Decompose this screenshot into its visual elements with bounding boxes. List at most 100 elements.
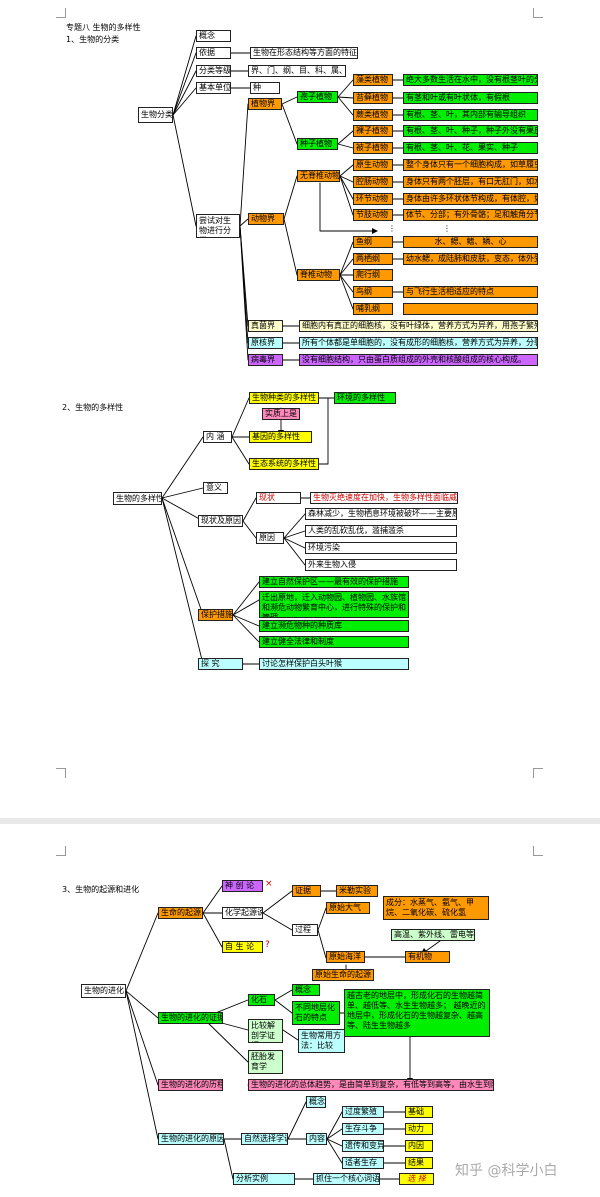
protection-item: 建立健全法律和制度: [259, 636, 409, 648]
mammals: 哺乳纲: [353, 303, 393, 315]
cross-mark: ×: [265, 879, 273, 889]
plant-kingdom: 植物界: [248, 98, 282, 110]
section-title: 3、生物的起源和进化: [62, 885, 140, 894]
evolution-cause: 生物的进化的原因: [158, 1133, 224, 1145]
crop-mark: [56, 768, 66, 778]
birds: 鸟纲: [353, 286, 393, 298]
key-word-node: 抓住一个核心词语: [313, 1173, 380, 1185]
virus-kingdom: 病毒界: [248, 354, 283, 366]
crop-mark: [56, 8, 66, 18]
arthropods-detail: 体节、分部；有外骨骼；足和触角分节: [403, 209, 538, 221]
page-divider: [0, 818, 600, 824]
watermark: 知乎 @科学小白: [455, 1163, 558, 1179]
moss-detail: 有茎和叶或有叶状体，有假根: [403, 92, 538, 104]
more-dots: ⋮: [388, 224, 396, 233]
strata-detail: 越古老的地层中，形成化石的生物越简单、越低等、水生生物越多； 越晚近的地层中，形…: [344, 989, 490, 1037]
evolution-evidence: 生物的进化的证据: [158, 1012, 223, 1024]
annelids: 环节动物: [353, 193, 393, 205]
rank-detail: 界、门、纲、目、科、属、种: [248, 65, 346, 77]
driving-force-label: 动力: [405, 1123, 433, 1135]
gene-diversity: 基因的多样性: [249, 431, 312, 443]
spore-plants: 孢子植物: [297, 91, 338, 103]
protection-item: 迁出原地，迁入动物园、植物园、水族馆和濒危动物繁育中心，进行特殊的保护和管理。: [259, 591, 409, 618]
angiosperm-detail: 有根、茎、叶、花、果实、种子: [403, 142, 538, 154]
coelenterates-detail: 身体只有两个胚层，有口无肛门，如水螅: [403, 176, 538, 188]
selection-concept: 概念: [306, 1096, 326, 1108]
internal-cause-label: 内因: [405, 1140, 433, 1152]
energy-conditions: 高温、紫外线、雷电等: [391, 929, 475, 941]
crop-mark: [56, 846, 66, 856]
reptiles: 爬行纲: [353, 269, 393, 281]
embryology: 胚胎发育学: [248, 1050, 283, 1074]
animal-kingdom: 动物界: [248, 213, 284, 225]
primitive-atmosphere: 原始大气: [326, 902, 370, 914]
vertebrates: 脊椎动物: [297, 269, 340, 281]
evidence-node: 证据: [292, 885, 321, 897]
status-cause-node: 现状及原因: [198, 515, 243, 527]
selection-content: 内容: [306, 1133, 327, 1145]
organic-matter: 有机物: [405, 951, 450, 963]
more-dots: ⋮: [443, 224, 451, 233]
basis-detail: 生物在形态结构等方面的特征: [250, 47, 358, 59]
seed-plants: 种子植物: [297, 138, 338, 150]
fish-detail: 水、鳃、鳍、鳞、心: [403, 236, 538, 248]
survival-of-fittest: 适者生存: [342, 1157, 384, 1169]
fossil-concept: 概念: [292, 984, 320, 996]
angiosperm: 被子植物: [353, 142, 393, 154]
unit-detail: 种: [250, 82, 280, 94]
gymnosperm-detail: 有根、茎、叶、种子，种子外没有果皮: [403, 125, 538, 137]
root-node: 生物的进化: [81, 984, 126, 998]
origin-of-primitive-life: 原始生命的起源: [312, 969, 374, 981]
fungi-kingdom: 真菌界: [248, 320, 283, 332]
section-subtitle: 1、生物的分类: [66, 35, 120, 44]
history-detail: 生物的进化的总体趋势，是由简单到复杂，有低等到高等，由水生到陆生: [248, 1079, 494, 1091]
algae: 藻类植物: [353, 74, 393, 86]
cause-item: 森林减少，生物栖息环境被破坏——主要原因: [305, 508, 457, 520]
inquiry-detail: 讨论怎样保护白头叶猴: [259, 658, 409, 670]
concept-node: 概念: [196, 30, 231, 42]
essence-label: 实质上是: [262, 408, 300, 420]
question-mark: ?: [265, 940, 270, 950]
fern-detail: 有根、茎、叶，其内部有输导组织: [403, 109, 538, 121]
origin-of-life: 生命的起源: [158, 907, 203, 919]
miller-experiment: 米勒实验: [336, 885, 378, 897]
amphibians: 两栖纲: [353, 253, 393, 265]
fern: 蕨类植物: [353, 109, 393, 121]
fish: 鱼纲: [353, 236, 393, 248]
protozoa-detail: 整个身体只有一个细胞构成，如草履虫: [403, 159, 538, 171]
comparative-anatomy: 比较解剖学证据: [248, 1019, 283, 1043]
virus-detail: 没有细胞结构，只由蛋白质组成的外壳和核酸组成的核心构成。: [299, 354, 538, 366]
primitive-ocean: 原始海洋: [326, 951, 365, 963]
cause-item: 外来生物入侵: [305, 559, 457, 571]
environment-diversity: 环境的多样性: [334, 392, 396, 404]
connotation-node: 内 涵: [203, 431, 232, 443]
amphibians-detail: 幼水鳃，成陆肺和皮肤，变态，体外受精: [403, 253, 538, 265]
classify-attempt-node: 尝试对生物进行分类: [196, 214, 240, 238]
prokaryote-kingdom: 原核界: [248, 337, 283, 349]
rank-node: 分类等级: [196, 65, 231, 77]
atmosphere-detail: 成分：水蒸气、氨气、甲烷、二氧化碳、硫化氢: [383, 896, 489, 920]
process-node: 过程: [292, 924, 318, 936]
significance-node: 意义: [203, 482, 228, 494]
selection-word: 选 择: [399, 1173, 434, 1185]
birds-detail: 与飞行生活相适应的特点: [403, 286, 538, 298]
cause-item: 环境污染: [305, 542, 457, 554]
mammals-detail: [403, 303, 538, 315]
moss: 苔藓植物: [353, 92, 393, 104]
strata-features: 不同地层化石的特点: [292, 1001, 340, 1025]
status-detail: 生物灭绝速度在加快，生物多样性面临威胁: [310, 492, 458, 504]
arthropods: 节肢动物: [353, 209, 393, 221]
ecosystem-diversity: 生态系统的多样性: [249, 458, 319, 470]
root-node: 生物分类: [138, 107, 173, 123]
cause-item: 人类的乱砍乱伐，滥捕滥杀: [305, 525, 457, 537]
species-diversity: 生物种类的多样性: [249, 392, 319, 404]
unit-node: 基本单位: [196, 82, 231, 94]
natural-selection: 自然选择学说: [241, 1133, 288, 1145]
section-title: 2、生物的多样性: [62, 403, 124, 412]
chemical-origin: 化学起源说: [222, 907, 263, 919]
basis-node: 依据: [196, 47, 231, 59]
protection-node: 保护措施: [198, 609, 233, 621]
protection-item: 建立濒危物种的种质库: [259, 620, 409, 632]
fungi-detail: 细胞内有真正的细胞核，没有叶绿体，营养方式为异养，用孢子繁殖后代: [299, 320, 538, 332]
